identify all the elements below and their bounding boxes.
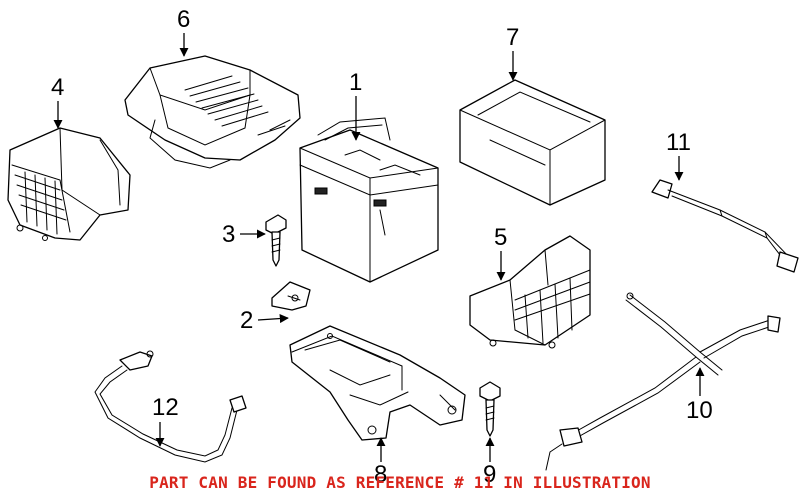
reference-note: PART CAN BE FOUND AS REFERENCE # 11 IN I… [149,473,650,492]
part-1-battery [299,117,439,283]
callout-number: 4 [51,74,64,101]
part-7-battery-box [459,79,606,206]
callout-number: 8 [374,461,387,488]
callout-1: 1 [349,69,362,141]
callout-6: 6 [177,6,190,57]
part-5-shield-insert [469,235,591,349]
callout-2: 2 [240,307,289,334]
part-8-battery-tray [289,325,466,441]
callout-12: 12 [152,394,179,447]
callout-8: 8 [374,437,387,488]
part-10-positive-cable [545,292,781,471]
callout-number: 2 [240,307,253,334]
callout-5: 5 [494,224,507,281]
callout-number: 12 [152,394,179,421]
callout-number: 10 [686,397,713,424]
callout-number: 6 [177,6,190,33]
callout-9: 9 [483,437,496,488]
callout-11: 11 [666,129,691,181]
callout-3: 3 [222,221,266,248]
part-11-ground-cable [651,179,799,273]
part-4-heat-shield [7,127,131,241]
callout-number: 7 [506,24,519,51]
callout-number: 1 [349,69,362,96]
part-9-bolt [479,381,501,437]
callout-10: 10 [686,367,713,424]
part-6-battery-cover [124,55,301,169]
callout-number: 5 [494,224,507,251]
callout-number: 3 [222,221,235,248]
part-3-bolt [265,214,287,267]
callout-number: 9 [483,461,496,488]
part-2-hold-down-clamp [271,281,311,311]
callout-number: 11 [666,129,691,156]
callout-4: 4 [51,74,64,129]
callout-7: 7 [506,24,519,81]
